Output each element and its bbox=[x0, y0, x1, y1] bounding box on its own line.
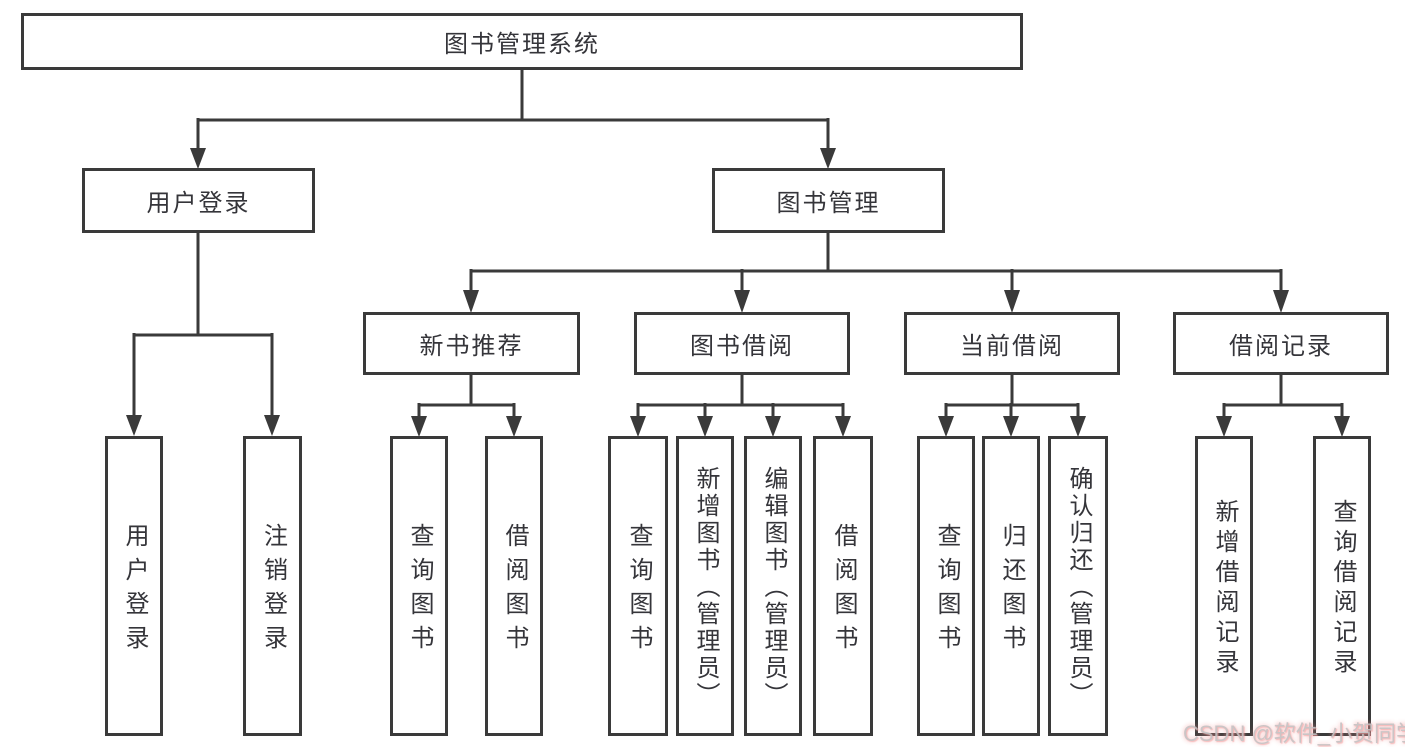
leaf-user-login: 用户登录 bbox=[105, 436, 163, 736]
leaf-borrow-books-label: 借阅图书 bbox=[830, 523, 857, 659]
leaf-return-books-label: 归还图书 bbox=[998, 523, 1025, 659]
leaf-confirm-return-admin-label: 确认归还（管理员） bbox=[1065, 466, 1092, 709]
node-new-book-recommend-label: 新书推荐 bbox=[419, 333, 524, 360]
arrowheads bbox=[126, 148, 1350, 437]
leaf-current-query-books-label: 查询图书 bbox=[933, 523, 960, 659]
node-book-borrowing-label: 图书借阅 bbox=[690, 333, 794, 360]
leaf-return-books: 归还图书 bbox=[982, 436, 1040, 736]
leaf-recommend-query-books-label: 查询图书 bbox=[406, 523, 433, 659]
leaf-add-borrow-record-label: 新增借阅记录 bbox=[1211, 499, 1238, 679]
node-book-borrowing: 图书借阅 bbox=[634, 312, 850, 375]
leaf-add-books-admin-label: 新增图书（管理员） bbox=[692, 466, 719, 709]
leaf-add-borrow-record: 新增借阅记录 bbox=[1195, 436, 1253, 736]
node-user-login: 用户登录 bbox=[82, 168, 315, 233]
node-current-borrowing: 当前借阅 bbox=[904, 312, 1120, 375]
node-borrowing-records: 借阅记录 bbox=[1173, 312, 1389, 375]
leaf-confirm-return-admin: 确认归还（管理员） bbox=[1048, 436, 1108, 736]
leaf-query-borrow-record: 查询借阅记录 bbox=[1313, 436, 1371, 736]
leaf-borrow-books: 借阅图书 bbox=[813, 436, 873, 736]
leaf-borrow-query-books-label: 查询图书 bbox=[625, 523, 652, 659]
leaf-logout-label: 注销登录 bbox=[259, 523, 287, 659]
leaf-recommend-borrow-books-label: 借阅图书 bbox=[501, 523, 528, 659]
leaf-recommend-borrow-books: 借阅图书 bbox=[485, 436, 543, 736]
tree-edges bbox=[132, 70, 1344, 417]
leaf-logout: 注销登录 bbox=[243, 436, 302, 736]
node-book-management: 图书管理 bbox=[712, 168, 945, 233]
leaf-recommend-query-books: 查询图书 bbox=[390, 436, 448, 736]
leaf-user-login-label: 用户登录 bbox=[121, 523, 148, 659]
node-current-borrowing-label: 当前借阅 bbox=[960, 333, 1064, 360]
leaf-borrow-query-books: 查询图书 bbox=[608, 436, 668, 736]
csdn-watermark: CSDN @软件_小贺同学 bbox=[1183, 721, 1405, 746]
node-book-management-label: 图书管理 bbox=[776, 190, 881, 217]
node-root-label: 图书管理系统 bbox=[444, 31, 600, 58]
node-root: 图书管理系统 bbox=[21, 13, 1023, 70]
node-borrowing-records-label: 借阅记录 bbox=[1229, 333, 1333, 360]
leaf-edit-books-admin-label: 编辑图书（管理员） bbox=[760, 466, 787, 709]
leaf-current-query-books: 查询图书 bbox=[917, 436, 975, 736]
leaf-query-borrow-record-label: 查询借阅记录 bbox=[1329, 499, 1356, 679]
leaf-add-books-admin: 新增图书（管理员） bbox=[676, 436, 734, 736]
node-new-book-recommend: 新书推荐 bbox=[363, 312, 580, 375]
node-user-login-label: 用户登录 bbox=[146, 190, 251, 217]
leaf-edit-books-admin: 编辑图书（管理员） bbox=[744, 436, 802, 736]
